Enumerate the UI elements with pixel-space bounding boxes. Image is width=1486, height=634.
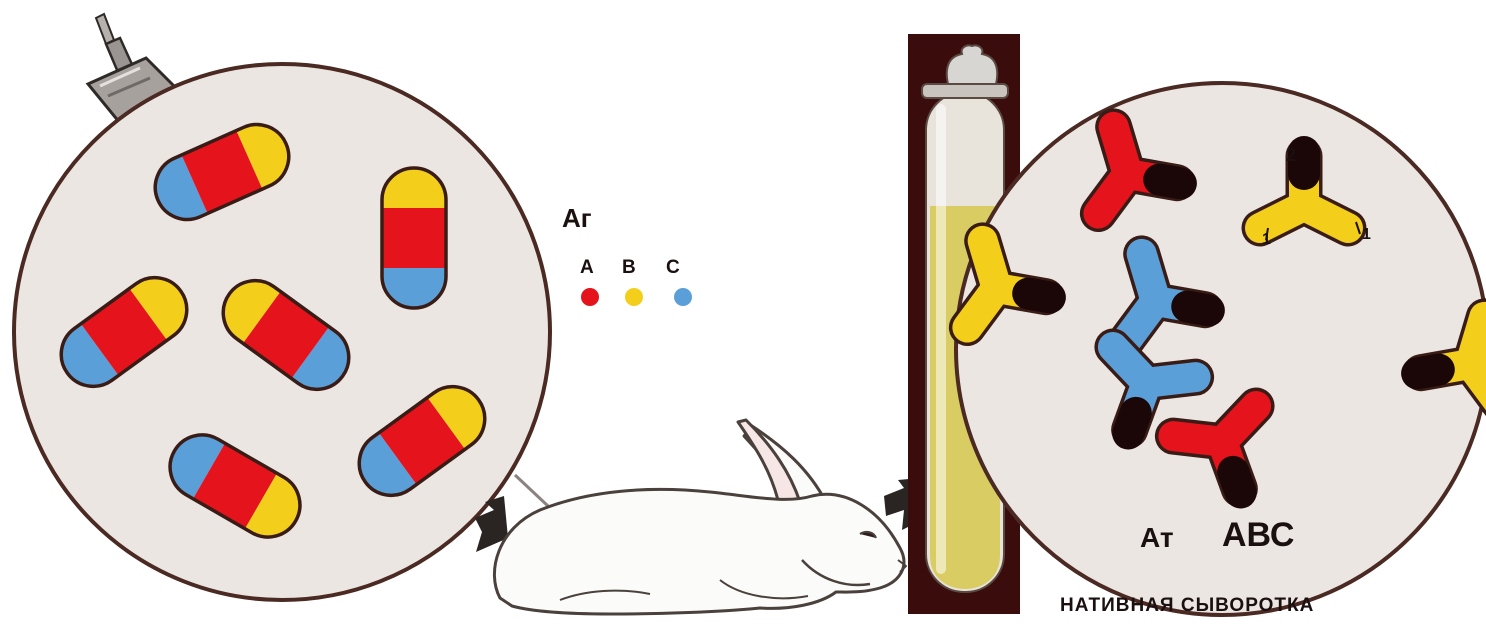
antigen-b-dot <box>625 288 643 306</box>
rabbit-icon <box>494 420 906 614</box>
antigen-c-dot <box>674 288 692 306</box>
antigen-b-label: В <box>622 258 636 277</box>
site-2-label: 2 <box>1286 146 1296 164</box>
antigen-c-label: С <box>666 258 680 277</box>
antigen-label: Аг <box>562 205 592 231</box>
antibody-abc-label: АВС <box>1222 518 1294 552</box>
antigen-a-dot <box>581 288 599 306</box>
antibody-circle <box>956 83 1486 615</box>
site-1-left-label: 1 <box>1262 232 1271 248</box>
antibody-label: Ат <box>1140 524 1174 552</box>
antigen-a-label: А <box>580 258 594 277</box>
needle-line <box>515 475 548 506</box>
site-1-right-label: 1 <box>1362 227 1371 243</box>
native-serum-caption: НАТИВНАЯ СЫВОРОТКА <box>1060 596 1314 615</box>
bacterium-2 <box>382 168 446 308</box>
